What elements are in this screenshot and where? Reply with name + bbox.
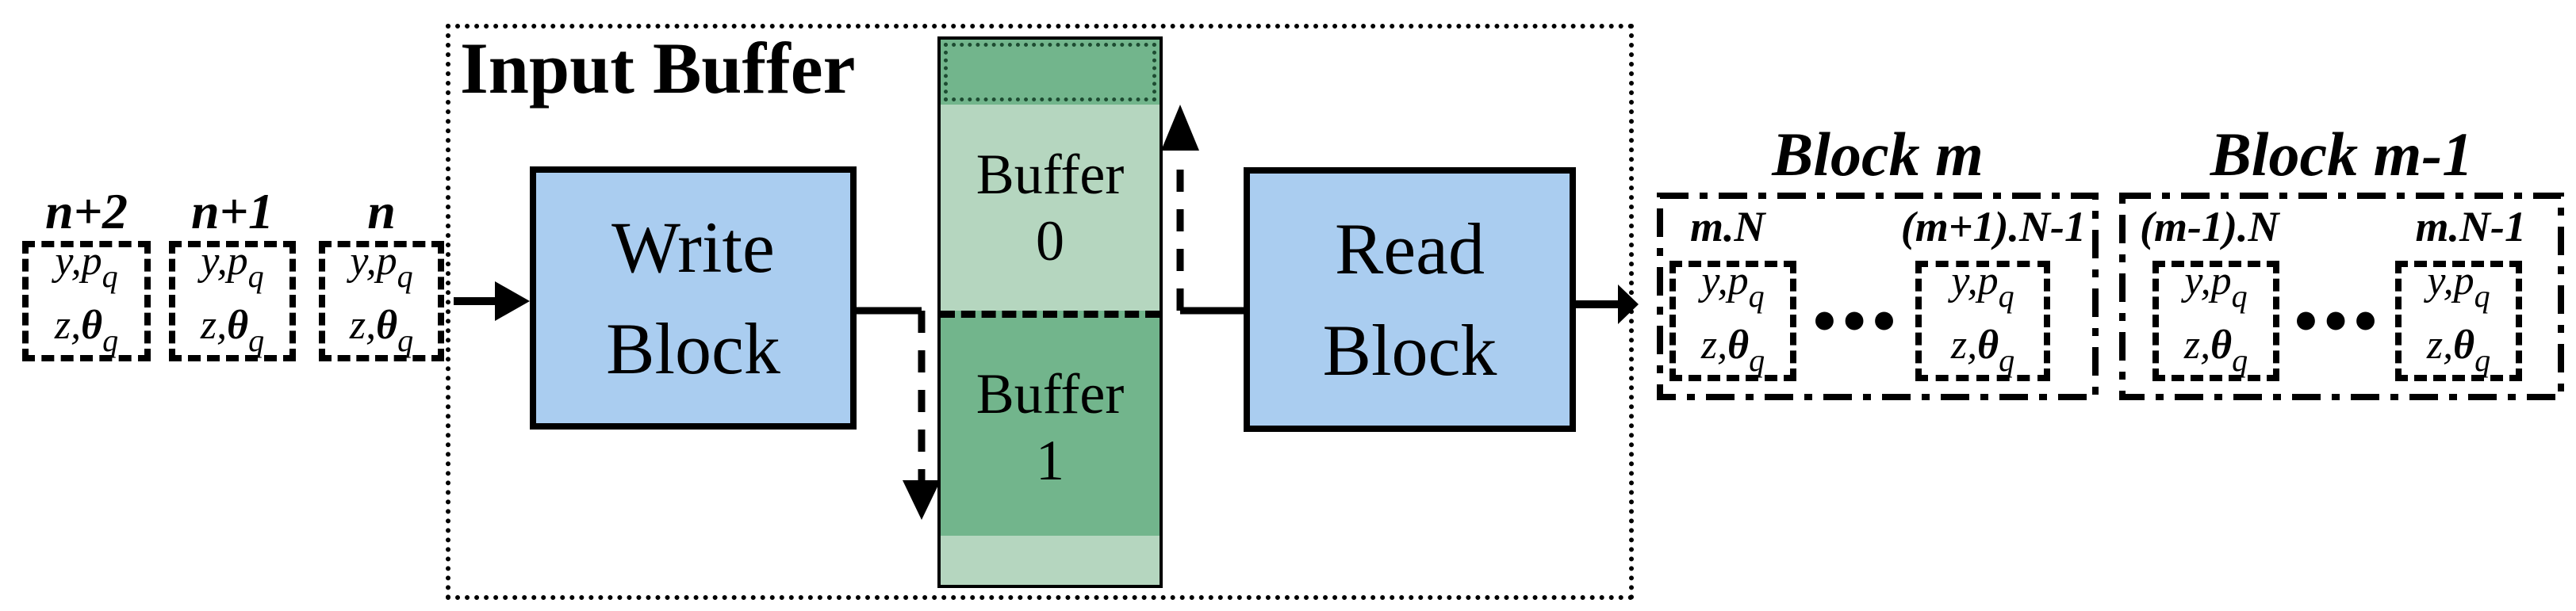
- packet-line2-prefix: z,: [1950, 323, 1978, 368]
- packet-theta: θ: [2453, 323, 2475, 368]
- double-buffer-column: Buffer 0 Buffer 1: [937, 36, 1163, 588]
- packet-line-2: z,θq: [1701, 321, 1765, 385]
- packet-box-m-1-last: y,pq z,θq: [2395, 258, 2522, 381]
- packet-line1-subscript: q: [1998, 278, 2014, 314]
- read-block-label-line2: Block: [1322, 310, 1497, 391]
- buffer-bottom-stripe: [941, 536, 1160, 585]
- write-block-label-line1: Write: [611, 207, 775, 288]
- block-m-title: Block m: [1772, 120, 1984, 189]
- packet-line1-main: y,p: [350, 239, 397, 284]
- buffer-1-label-line1: Buffer: [976, 361, 1125, 426]
- block-m-1-title: Block m-1: [2210, 120, 2474, 189]
- dash-dot-border: [2119, 193, 2564, 400]
- read-block-label-line1: Read: [1334, 208, 1485, 289]
- ellipsis-dots: •••: [2292, 278, 2382, 363]
- packet-line2-subscript: q: [2232, 342, 2248, 378]
- packet-line1-main: y,p: [2184, 258, 2232, 304]
- packet-line-1: y,pq: [55, 237, 117, 301]
- packet-line2-subscript: q: [2474, 342, 2491, 378]
- packet-line1-main: y,p: [1701, 258, 1749, 304]
- packet-line-1: y,pq: [350, 237, 412, 301]
- packet-line-1: y,pq: [201, 237, 263, 301]
- read-block: Read Block: [1244, 167, 1576, 432]
- packet-theta: θ: [2210, 323, 2233, 368]
- packet-label-n-plus-1: n+1: [190, 183, 274, 239]
- packet-line-1: y,pq: [2184, 257, 2247, 321]
- packet-line-1: y,pq: [1701, 257, 1764, 321]
- packet-line-2: z,θq: [1951, 321, 2014, 385]
- block-m-end-index: (m+1).N-1: [1900, 203, 2086, 250]
- packet-line1-subscript: q: [2474, 278, 2490, 314]
- packet-label-n-plus-2: n+2: [44, 183, 128, 239]
- packet-line2-subscript: q: [1749, 342, 1765, 378]
- packet-line2-subscript: q: [248, 323, 265, 358]
- packet-box-n-plus-2: y,pq z,θq: [22, 239, 151, 361]
- block-m-1-end-index: m.N-1: [2415, 203, 2526, 250]
- packet-line1-main: y,p: [2427, 258, 2474, 304]
- packet-line2-prefix: z,: [2183, 323, 2211, 368]
- block-m-container: m.N (m+1).N-1 y,pq z,θq ••• y,pq z,θq: [1657, 193, 2099, 400]
- packet-line-1: y,pq: [2427, 257, 2490, 321]
- block-m-1-start-index: (m-1).N: [2140, 203, 2279, 250]
- packet-line-2: z,θq: [55, 301, 118, 365]
- buffer-top-stripe: [941, 40, 1160, 105]
- packet-line1-subscript: q: [2231, 278, 2248, 314]
- buffer-0-label-line2: 0: [1036, 209, 1064, 273]
- packet-line-2: z,θq: [2184, 321, 2248, 385]
- input-buffer-title: Input Buffer: [460, 28, 856, 109]
- packet-line2-prefix: z,: [2426, 323, 2454, 368]
- packet-line-2: z,θq: [2427, 321, 2490, 385]
- packet-label-n: n: [367, 183, 396, 239]
- packet-line-2: z,θq: [350, 301, 413, 365]
- packet-box-m-first: y,pq z,θq: [1669, 258, 1796, 381]
- packet-box-n-plus-1: y,pq z,θq: [169, 239, 296, 361]
- packet-line2-subscript: q: [397, 323, 414, 358]
- packet-theta: θ: [227, 303, 249, 348]
- block-m-start-index: m.N: [1690, 203, 1765, 250]
- packet-theta: θ: [376, 303, 398, 348]
- dash-dot-border: [1657, 193, 2099, 400]
- packet-line2-subscript: q: [102, 323, 119, 358]
- packet-box-m-1-first: y,pq z,θq: [2152, 258, 2279, 381]
- ellipsis-dots: •••: [1811, 278, 1901, 363]
- packet-line2-prefix: z,: [349, 303, 377, 348]
- packet-line1-main: y,p: [1951, 258, 1999, 304]
- packet-line1-subscript: q: [397, 258, 413, 294]
- packet-box-n: y,pq z,θq: [319, 239, 444, 361]
- packet-line1-subscript: q: [1748, 278, 1765, 314]
- buffer-1-label-line2: 1: [1036, 428, 1064, 492]
- packet-line2-prefix: z,: [54, 303, 82, 348]
- packet-box-m-last: y,pq z,θq: [1915, 258, 2050, 381]
- buffer-0-region: Buffer 0: [941, 105, 1160, 311]
- buffer-1-region: Buffer 1: [941, 311, 1160, 536]
- packet-line-1: y,pq: [1951, 257, 2014, 321]
- packet-line1-subscript: q: [247, 258, 264, 294]
- packet-theta: θ: [1727, 323, 1750, 368]
- buffer-0-label-line1: Buffer: [976, 143, 1125, 206]
- write-block-label-line2: Block: [606, 308, 780, 389]
- packet-line2-prefix: z,: [200, 303, 228, 348]
- packet-line1-subscript: q: [102, 258, 118, 294]
- packet-theta: θ: [81, 303, 103, 348]
- packet-line-2: z,θq: [201, 301, 264, 365]
- packet-line2-subscript: q: [1999, 342, 2015, 378]
- packet-line1-main: y,p: [201, 239, 248, 284]
- packet-line2-prefix: z,: [1700, 323, 1728, 368]
- block-m-1-container: (m-1).N m.N-1 y,pq z,θq ••• y,pq z,θq: [2119, 193, 2564, 400]
- write-block: Write Block: [530, 166, 857, 430]
- packet-line1-main: y,p: [55, 239, 102, 284]
- packet-theta: θ: [1977, 323, 1999, 368]
